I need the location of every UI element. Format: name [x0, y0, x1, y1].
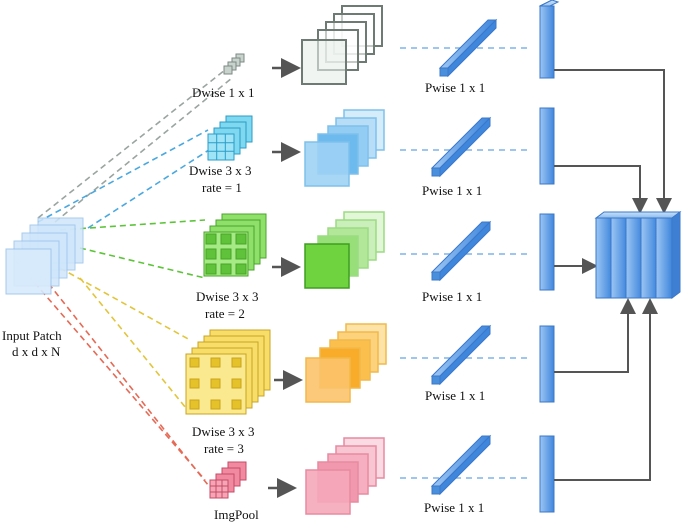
- branch-2-pwise-label: Pwise 1 x 1: [422, 183, 482, 198]
- kernel-3x3-rate3-icon: [185, 329, 271, 415]
- branch-4: Dwise 3 x 3 rate = 3 Pwise 1 x 1: [185, 323, 555, 456]
- pointwise-bar-4: [430, 324, 492, 386]
- branch-5: ImgPool Pwise 1 x 1: [209, 434, 555, 522]
- branch-5-kernel-label: ImgPool: [214, 507, 259, 522]
- output-slab-1: [538, 0, 560, 79]
- branch-2-rate-label: rate = 1: [202, 180, 242, 195]
- connector-line-2: [37, 129, 209, 223]
- pointwise-bar-3: [430, 220, 492, 282]
- branch-1-pwise-label: Pwise 1 x 1: [425, 80, 485, 95]
- input-patch-cube: [5, 217, 84, 295]
- output-slab-2: [539, 107, 555, 185]
- input-label-line2: d x d x N: [12, 344, 61, 359]
- branch-3: Dwise 3 x 3 rate = 2 Pwise 1 x 1: [196, 211, 555, 321]
- connector-line-4: [59, 267, 191, 341]
- connector-line-3: [59, 219, 206, 231]
- input-to-kernel-lines: [14, 69, 233, 491]
- branch-3-rate-label: rate = 2: [205, 306, 245, 321]
- feature-maps-4: [305, 323, 387, 403]
- input-label-line1: Input Patch: [2, 328, 62, 343]
- kernel-3x3-rate2-icon: [203, 213, 267, 277]
- branch-2-kernel-label: Dwise 3 x 3: [189, 163, 251, 178]
- branch-1: Dwise 1 x 1 Pwise 1 x 1: [192, 0, 560, 100]
- connector-line-4b: [79, 277, 191, 414]
- feature-maps-5: [305, 437, 385, 515]
- connector-from-branch-5: [554, 298, 658, 481]
- output-slab-5: [539, 435, 555, 513]
- imgpool-icon: [209, 461, 247, 499]
- pointwise-bar-1: [438, 18, 498, 78]
- connector-line-1b: [54, 77, 233, 223]
- branch-4-rate-label: rate = 3: [204, 441, 244, 456]
- feature-maps-3: [304, 211, 385, 289]
- feature-maps-2: [304, 109, 385, 187]
- connector-from-branch-4: [554, 298, 636, 373]
- output-slab-4: [539, 325, 555, 403]
- connector-line-5: [14, 259, 206, 481]
- connector-from-branch-1: [554, 69, 672, 214]
- pointwise-bar-2: [430, 116, 492, 178]
- output-slab-3: [539, 213, 555, 291]
- branch-5-pwise-label: Pwise 1 x 1: [424, 500, 484, 515]
- branch-3-kernel-label: Dwise 3 x 3: [196, 289, 258, 304]
- pointwise-bar-5: [430, 434, 492, 496]
- branch-4-kernel-label: Dwise 3 x 3: [192, 424, 254, 439]
- branch-4-pwise-label: Pwise 1 x 1: [425, 388, 485, 403]
- connector-line-5b: [29, 259, 213, 491]
- kernel-1x1-icon: [223, 53, 245, 75]
- connector-line-2b: [87, 147, 213, 229]
- branch-1-kernel-label: Dwise 1 x 1: [192, 85, 254, 100]
- concat-connectors: [554, 69, 672, 481]
- branch-3-pwise-label: Pwise 1 x 1: [422, 289, 482, 304]
- connector-line-3b: [79, 247, 206, 279]
- feature-maps-1: [301, 5, 383, 85]
- concatenated-output-block: [594, 211, 682, 299]
- branch-2: Dwise 3 x 3 rate = 1 Pwise 1 x 1: [189, 107, 555, 198]
- kernel-3x3-rate1-icon: [207, 115, 253, 161]
- connector-from-branch-2: [554, 165, 648, 214]
